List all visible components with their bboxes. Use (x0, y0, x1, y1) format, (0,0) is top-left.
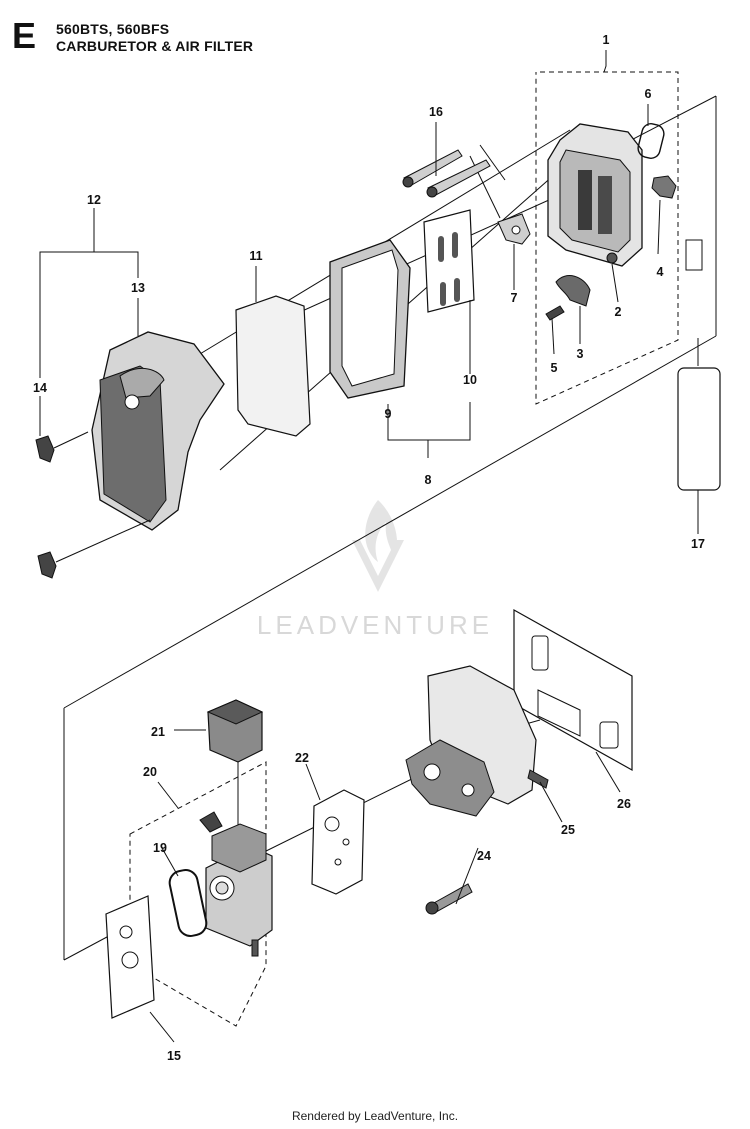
callout-3: 3 (577, 347, 584, 361)
callout-16: 16 (429, 105, 443, 119)
foam-filter-11 (235, 295, 311, 437)
knob-14-lower (37, 519, 151, 579)
callout-leaders (39, 50, 699, 1043)
bolts-16 (402, 149, 491, 198)
callout-8: 8 (425, 473, 432, 487)
label-17-small (685, 239, 703, 271)
screw-5 (545, 305, 565, 321)
intake-block-25 (405, 665, 549, 817)
carburetor-20 (199, 811, 273, 957)
callout-11: 11 (249, 249, 262, 263)
callout-4: 4 (657, 265, 664, 279)
knob-14-upper (35, 431, 89, 463)
plate-15 (105, 895, 155, 1019)
callout-7: 7 (511, 291, 518, 305)
callout-17: 17 (691, 537, 705, 551)
model-numbers: 560BTS, 560BFS (56, 21, 170, 37)
callout-14: 14 (33, 381, 47, 395)
callout-1: 1 (603, 33, 610, 47)
clip-3 (555, 275, 591, 307)
air-filter-cover-13 (91, 331, 225, 531)
callout-21: 21 (151, 725, 165, 739)
air-filter-element-9 (329, 239, 411, 399)
gasket-19 (168, 869, 208, 937)
callout-24: 24 (477, 849, 491, 863)
callout-20: 20 (143, 765, 157, 779)
diagram-title: CARBURETOR & AIR FILTER (56, 38, 254, 54)
callout-5: 5 (551, 361, 558, 375)
callout-10: 10 (463, 373, 477, 387)
gasket-6 (637, 123, 665, 159)
leadventure-watermark: LEADVENTURE (257, 500, 493, 640)
callout-12: 12 (87, 193, 101, 207)
callout-numbers: 1 2 3 4 5 6 7 8 9 10 11 12 13 14 15 16 1… (33, 33, 705, 1063)
callout-22: 22 (295, 751, 309, 765)
filter-plate-10 (423, 209, 475, 313)
callout-13: 13 (131, 281, 145, 295)
clip-4 (651, 175, 677, 199)
callout-19: 19 (153, 841, 167, 855)
section-letter: E (12, 15, 37, 56)
kit-1-dashed-outline (535, 71, 679, 405)
gasket-22 (311, 789, 365, 895)
primer-cap-21 (206, 699, 264, 828)
callout-26: 26 (617, 797, 631, 811)
bolt-24 (425, 883, 473, 915)
footer-credit: Rendered by LeadVenture, Inc. (291, 1109, 459, 1123)
callout-2: 2 (615, 305, 622, 319)
air-filter-housing (547, 123, 643, 267)
callout-6: 6 (645, 87, 652, 101)
label-17 (677, 367, 721, 491)
gasket-26 (513, 608, 633, 772)
callout-25: 25 (561, 823, 575, 837)
callout-9: 9 (385, 407, 392, 421)
watermark-text: LEADVENTURE (257, 610, 493, 640)
callout-15: 15 (167, 1049, 181, 1063)
